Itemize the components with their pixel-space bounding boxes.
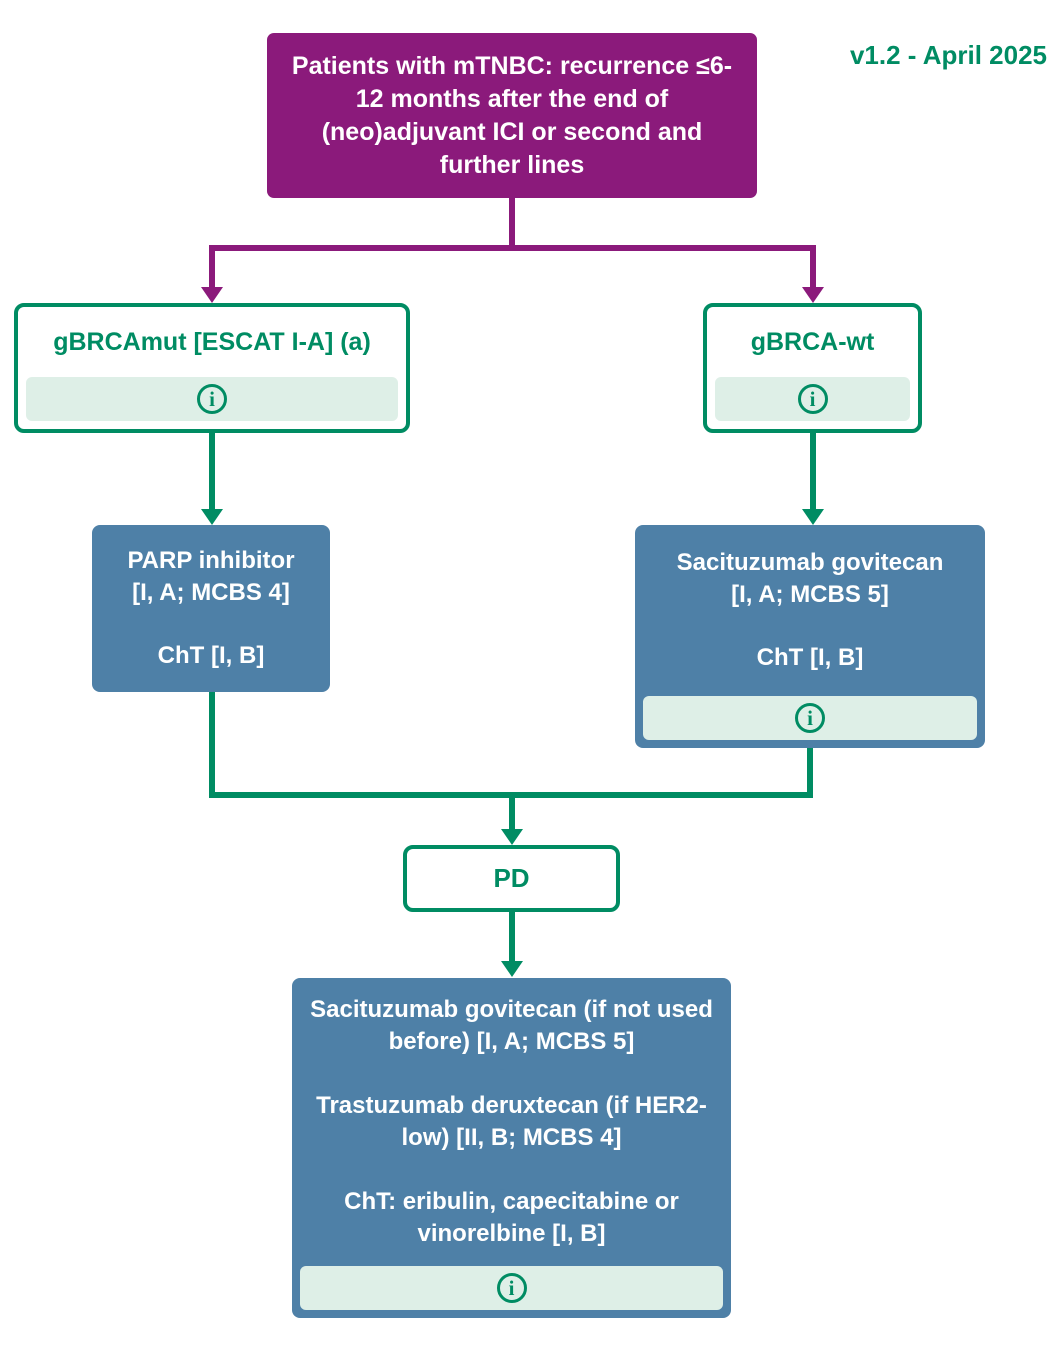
connector-sacituzumab-down (807, 748, 813, 797)
arrowhead-into-gbrcawt (802, 287, 824, 303)
node-gbrcawt-title: gBRCA-wt (750, 327, 875, 356)
arrowhead-into-pd (501, 829, 523, 845)
node-post-pd: Sacituzumab govitecan (if not used befor… (292, 978, 731, 1318)
connector-to-pd (509, 792, 515, 829)
info-icon[interactable]: i (197, 384, 227, 414)
connector-parp-down (209, 692, 215, 797)
connector-left-drop (209, 245, 215, 288)
gbrcamut-info-strip[interactable]: i (26, 377, 398, 421)
node-pd-label: PD (493, 863, 530, 893)
arrowhead-into-postpd (501, 961, 523, 977)
node-parp-text: PARP inhibitor [I, A; MCBS 4] ChT [I, B] (127, 546, 295, 670)
node-gbrcawt: gBRCA-wt i (703, 303, 922, 433)
node-post-pd-text: Sacituzumab govitecan (if not used befor… (310, 996, 713, 1247)
post-pd-info-strip[interactable]: i (300, 1266, 723, 1310)
info-icon[interactable]: i (496, 1273, 527, 1303)
sacituzumab-info-strip[interactable]: i (643, 696, 977, 740)
node-sacituzumab: Sacituzumab govitecan [I, A; MCBS 5] ChT… (635, 525, 985, 748)
arrowhead-into-parp (201, 509, 223, 525)
connector-right-drop (810, 245, 816, 288)
arrowhead-into-gbrcamut (201, 287, 223, 303)
node-gbrcamut-title: gBRCAmut [ESCAT I-A] (a) (53, 327, 371, 356)
connector-root-split (209, 245, 816, 251)
node-root-text: Patients with mTNBC: recurrence ≤6-12 mo… (291, 51, 733, 179)
node-pd: PD (403, 845, 620, 912)
connector-pd-to-postpd (509, 912, 515, 962)
node-parp: PARP inhibitor [I, A; MCBS 4] ChT [I, B] (92, 525, 330, 692)
info-icon[interactable]: i (797, 384, 828, 414)
connector-gbrcamut-to-parp (209, 433, 215, 510)
connector-root-stem (509, 197, 515, 248)
node-sacituzumab-text: Sacituzumab govitecan [I, A; MCBS 5] ChT… (676, 548, 944, 672)
connector-gbrcawt-to-sacituzumab (810, 433, 816, 510)
node-root: Patients with mTNBC: recurrence ≤6-12 mo… (267, 33, 757, 198)
version-label: v1.2 - April 2025 (849, 40, 1047, 70)
arrowhead-into-sacituzumab (802, 509, 824, 525)
info-icon[interactable]: i (795, 703, 825, 733)
node-gbrcamut: gBRCAmut [ESCAT I-A] (a) i (14, 303, 410, 433)
gbrcawt-info-strip[interactable]: i (715, 377, 910, 421)
